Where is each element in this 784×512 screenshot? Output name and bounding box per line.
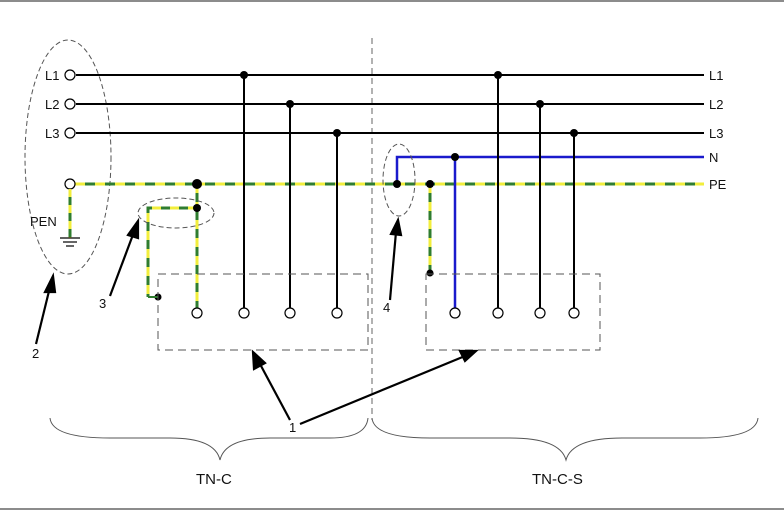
line-label-l2: L2 [709, 97, 723, 112]
load-terminal [449, 307, 461, 319]
callout-2: 2 [32, 346, 39, 361]
pen-terminal [64, 178, 76, 190]
pen-split-ellipse [137, 197, 215, 229]
junction-dot [193, 204, 201, 212]
tn-c-brace [49, 417, 369, 461]
phase-lines [76, 74, 704, 134]
callout-arrows [34, 216, 479, 426]
load-terminal [331, 307, 343, 319]
load-terminal [568, 307, 580, 319]
line-label-pe: PE [709, 177, 727, 192]
ground-icon [60, 237, 80, 247]
load-terminal [191, 307, 203, 319]
junction-dot [451, 153, 459, 161]
tn-c-pen-drop [146, 184, 199, 308]
junction-dot [333, 129, 341, 137]
source-label-l1: L1 [45, 68, 59, 83]
line-label-n: N [709, 150, 718, 165]
tn-c-load-box [157, 273, 369, 351]
callout-3: 3 [99, 296, 106, 311]
l2-terminal [64, 98, 76, 110]
section-label-tn-c: TN-C [196, 471, 232, 488]
source-label-pen: PEN [30, 214, 57, 229]
callout-1: 1 [289, 420, 296, 435]
junction-dot [570, 129, 578, 137]
source-ellipse [24, 39, 112, 275]
tn-c-s-phase-drops [497, 75, 575, 308]
l3-terminal [64, 127, 76, 139]
junction-dot [240, 71, 248, 79]
junction-dot [494, 71, 502, 79]
n-line [395, 155, 704, 184]
load-terminal [534, 307, 546, 319]
junction-dot [286, 100, 294, 108]
pen-split-ellipse-2 [382, 143, 416, 217]
tn-c-s-load-box [425, 273, 601, 351]
tn-c-s-brace [371, 417, 759, 462]
l1-terminal [64, 69, 76, 81]
line-label-l3: L3 [709, 126, 723, 141]
section-label-tn-c-s: TN-C-S [532, 471, 583, 488]
load-terminal [284, 307, 296, 319]
pen-split-dot [393, 180, 401, 188]
callout-4: 4 [383, 300, 390, 315]
tn-c-phase-drops [243, 75, 338, 308]
junction-dot [536, 100, 544, 108]
load-terminal [492, 307, 504, 319]
line-label-l1: L1 [709, 68, 723, 83]
source-label-l2: L2 [45, 97, 59, 112]
load-terminal [238, 307, 250, 319]
source-label-l3: L3 [45, 126, 59, 141]
junction-dot [426, 180, 434, 188]
enclosure-ground-dot [426, 269, 434, 277]
junction-dot [192, 179, 202, 189]
